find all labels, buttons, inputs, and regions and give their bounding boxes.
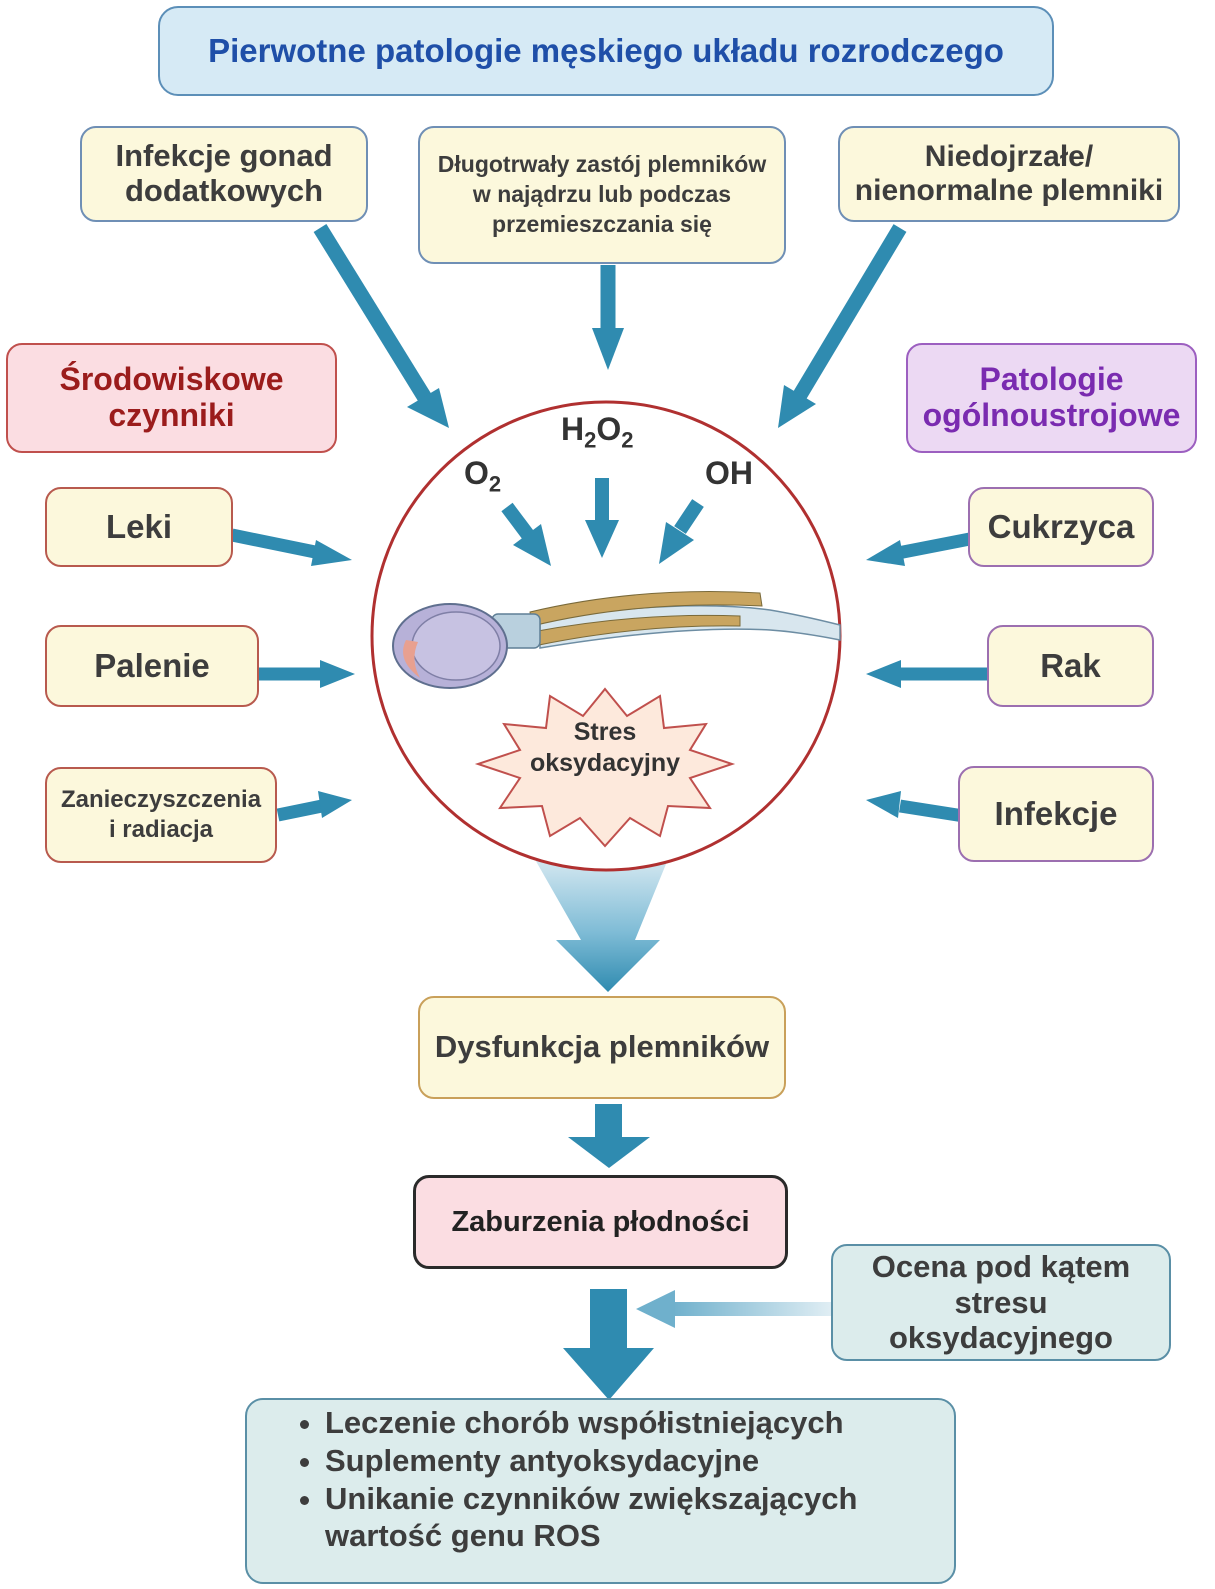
treatment-item: Unikanie czynników zwiększających wartoś…: [325, 1480, 954, 1556]
ros-o2-label: O2: [464, 455, 501, 497]
arrow-fertility-treatment: [563, 1289, 654, 1400]
funnel-arrow: [525, 842, 675, 992]
treatment-box: Leczenie chorób współistniejących Suplem…: [245, 1398, 956, 1584]
factor-cukrzyca: Cukrzyca: [968, 487, 1154, 567]
sperm-illustration: [392, 591, 841, 689]
treatment-item: Suplementy antyoksydacyjne: [325, 1442, 954, 1480]
ros-o2-text: O: [464, 455, 489, 491]
factor-infekcje-text: Infekcje: [994, 794, 1118, 832]
stress-label: Stres oksydacyjny: [505, 717, 705, 780]
ros-o2-sub: 2: [488, 471, 502, 497]
environmental-header-text: Środowiskowe czynniki: [59, 361, 284, 433]
arrow-zanieczyszczenia: [276, 791, 352, 822]
arrow-assessment: [636, 1290, 840, 1328]
factor-rak: Rak: [987, 625, 1154, 707]
ros-h2o2-o-sub: 2: [621, 427, 634, 453]
stress-starburst: [474, 687, 736, 848]
fertility-text: Zaburzenia płodności: [451, 1205, 750, 1238]
factor-infekcje: Infekcje: [958, 766, 1154, 862]
arrow-infections: [313, 224, 449, 428]
systemic-header-text: Patologie ogólnoustrojowe: [922, 361, 1181, 433]
title-text: Pierwotne patologie męskiego układu rozr…: [208, 31, 1004, 69]
assessment-box: Ocena pod kątem stresu oksydacyjnego: [831, 1244, 1171, 1361]
environmental-header-box: Środowiskowe czynniki: [6, 343, 337, 453]
arrow-dysfunction-fertility: [568, 1104, 650, 1168]
arrow-cukrzyca: [866, 530, 982, 566]
assessment-text: Ocena pod kątem stresu oksydacyjnego: [871, 1249, 1131, 1356]
immature-box: Niedojrzałe/ nienormalne plemniki: [838, 126, 1180, 222]
immature-text: Niedojrzałe/ nienormalne plemniki: [854, 140, 1164, 207]
arrow-immature: [778, 224, 907, 428]
arrow-palenie: [258, 660, 355, 688]
arrow-stasis: [592, 265, 624, 370]
ros-oh-text: OH: [705, 455, 753, 491]
arrow-rak: [866, 660, 1000, 688]
ros-arrow-oh: [659, 499, 704, 564]
treatment-item: Leczenie chorób współistniejących: [325, 1404, 954, 1442]
treatment-list: Leczenie chorób współistniejących Suplem…: [285, 1404, 954, 1555]
factor-zanieczyszczenia: Zanieczyszczenia i radiacja: [45, 767, 277, 863]
stasis-text: Długotrwały zastój plemników w najądrzu …: [437, 151, 767, 237]
factor-rak-text: Rak: [1040, 646, 1101, 684]
factor-leki: Leki: [45, 487, 233, 567]
factor-leki-text: Leki: [105, 507, 173, 545]
stasis-box: Długotrwały zastój plemników w najądrzu …: [418, 126, 786, 264]
ros-h2o2-h-sub: 2: [584, 427, 597, 453]
ros-h2o2-o: O: [596, 411, 622, 447]
ros-h2o2-label: H2O2: [561, 411, 634, 453]
stress-line-2: oksydacyjny: [529, 749, 681, 778]
systemic-header-box: Patologie ogólnoustrojowe: [906, 343, 1197, 453]
infections-box: Infekcje gonad dodatkowych: [80, 126, 368, 222]
infections-text: Infekcje gonad dodatkowych: [115, 138, 333, 208]
factor-palenie: Palenie: [45, 625, 259, 707]
ros-h2o2-h: H: [561, 411, 585, 447]
title-box: Pierwotne patologie męskiego układu rozr…: [158, 6, 1054, 96]
factor-zanieczyszczenia-text: Zanieczyszczenia i radiacja: [60, 786, 262, 843]
arrow-leki: [230, 528, 352, 566]
ros-arrow-h2o2: [585, 478, 619, 558]
ros-oh-label: OH: [705, 455, 753, 492]
fertility-box: Zaburzenia płodności: [413, 1175, 788, 1269]
factor-cukrzyca-text: Cukrzyca: [987, 507, 1135, 545]
dysfunction-text: Dysfunkcja plemników: [434, 1029, 770, 1065]
stress-line-1: Stres: [573, 718, 637, 746]
factor-palenie-text: Palenie: [94, 646, 210, 684]
ros-arrow-o2: [501, 502, 551, 566]
dysfunction-box: Dysfunkcja plemników: [418, 996, 786, 1099]
